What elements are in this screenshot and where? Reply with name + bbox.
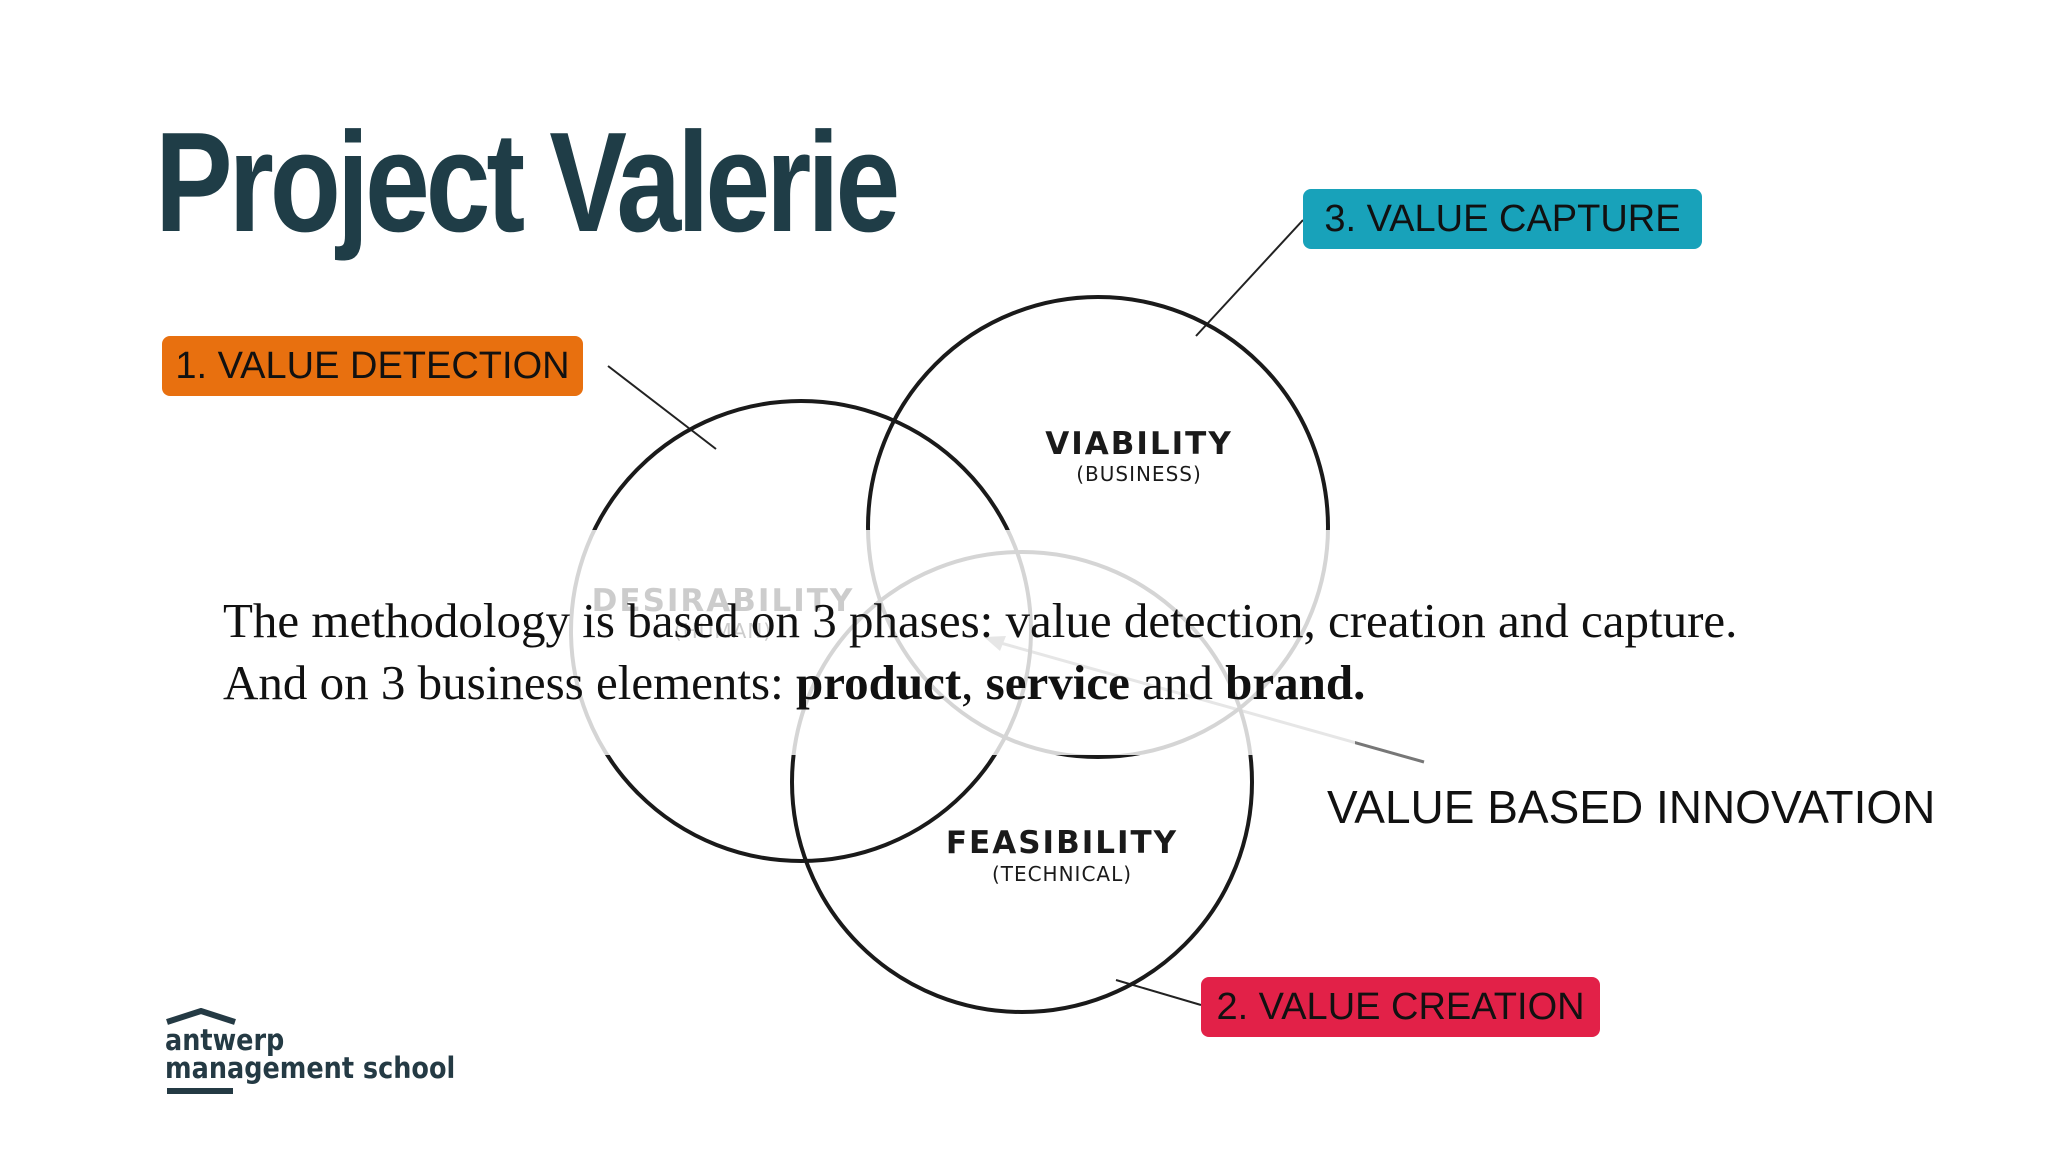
leader-line-capture <box>1195 219 1304 337</box>
body-line-2-prefix: And on 3 business elements: <box>223 655 796 710</box>
value-capture-label: 3. VALUE CAPTURE <box>1324 197 1681 240</box>
circle-viability <box>866 295 1330 759</box>
keyword-brand: brand. <box>1225 655 1366 710</box>
body-and: and <box>1129 655 1226 710</box>
text-backdrop <box>555 530 1355 755</box>
logo-line-1: antwerp <box>165 1023 285 1057</box>
desirability-title: DESIRABILITY <box>592 583 855 619</box>
value-capture-tag: 3. VALUE CAPTURE <box>1303 189 1702 249</box>
feasibility-title: FEASIBILITY <box>946 825 1178 861</box>
desirability-subtitle: (HUMAN) <box>674 619 772 643</box>
value-detection-tag: 1. VALUE DETECTION <box>162 336 583 396</box>
body-comma: , <box>961 655 986 710</box>
logo-line-2: management school <box>165 1051 456 1085</box>
value-based-innovation-label: VALUE BASED INNOVATION <box>1327 781 1936 833</box>
body-line-2: And on 3 business elements: product, ser… <box>223 652 1737 714</box>
keyword-service: service <box>985 655 1130 710</box>
feasibility-subtitle: (TECHNICAL) <box>992 862 1132 886</box>
keyword-product: product <box>795 655 962 710</box>
logo-underline <box>167 1088 233 1094</box>
slide-title: Project Valerie <box>155 103 900 262</box>
leader-line-detection <box>607 365 717 450</box>
body-line-1: The methodology is based on 3 phases: va… <box>223 593 1738 648</box>
value-detection-label: 1. VALUE DETECTION <box>175 344 570 387</box>
logo-text: antwerp management school <box>165 1023 456 1085</box>
body-text: The methodology is based on 3 phases: va… <box>223 590 1737 714</box>
viability-title: VIABILITY <box>1045 426 1233 462</box>
logo-roof-icon <box>166 1008 236 1025</box>
value-creation-label: 2. VALUE CREATION <box>1216 985 1585 1028</box>
viability-subtitle: (BUSINESS) <box>1076 462 1202 486</box>
value-creation-tag: 2. VALUE CREATION <box>1201 977 1600 1037</box>
